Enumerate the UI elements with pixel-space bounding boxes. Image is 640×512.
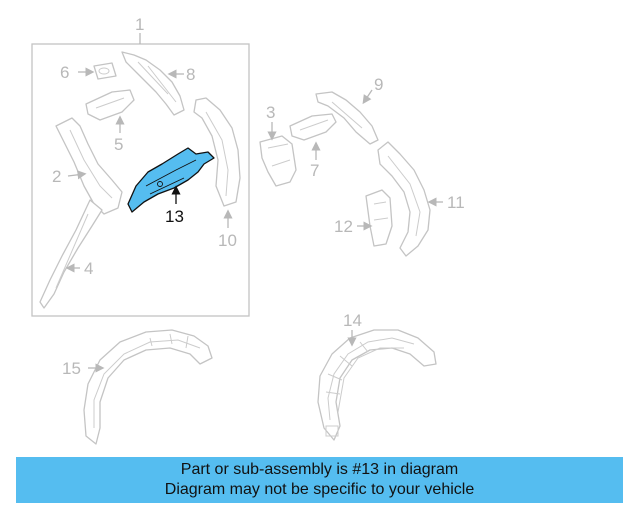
part-15[interactable] [83,329,213,445]
label-12: 12 [334,217,353,236]
info-banner: Part or sub-assembly is #13 in diagram D… [16,457,623,503]
label-7: 7 [310,161,319,180]
part-9[interactable] [315,91,379,145]
part-14[interactable] [317,329,437,441]
part-5[interactable] [85,89,135,121]
banner-line-2: Diagram may not be specific to your vehi… [164,481,475,498]
label-13: 13 [165,207,184,226]
banner-line-1: Part or sub-assembly is #13 in diagram [180,461,459,478]
part-10[interactable] [193,97,241,207]
label-11: 11 [447,193,465,212]
part-2[interactable] [55,117,123,215]
part-8[interactable] [121,51,185,116]
label-5: 5 [114,135,123,154]
part-4[interactable] [39,199,103,309]
label-8: 8 [186,65,195,84]
part-12[interactable] [365,189,393,247]
label-3: 3 [266,103,275,122]
label-14: 14 [343,311,362,330]
label-9: 9 [374,75,383,94]
part-11[interactable] [377,141,431,257]
label-2: 2 [52,167,61,186]
part-3[interactable] [259,135,297,187]
label-1: 1 [135,15,144,34]
label-10: 10 [218,231,237,250]
label-4: 4 [84,259,93,278]
part-7[interactable] [289,113,337,141]
part-13[interactable] [127,147,215,213]
label-15: 15 [62,359,81,378]
label-6: 6 [60,63,69,82]
part-6[interactable] [93,62,117,80]
